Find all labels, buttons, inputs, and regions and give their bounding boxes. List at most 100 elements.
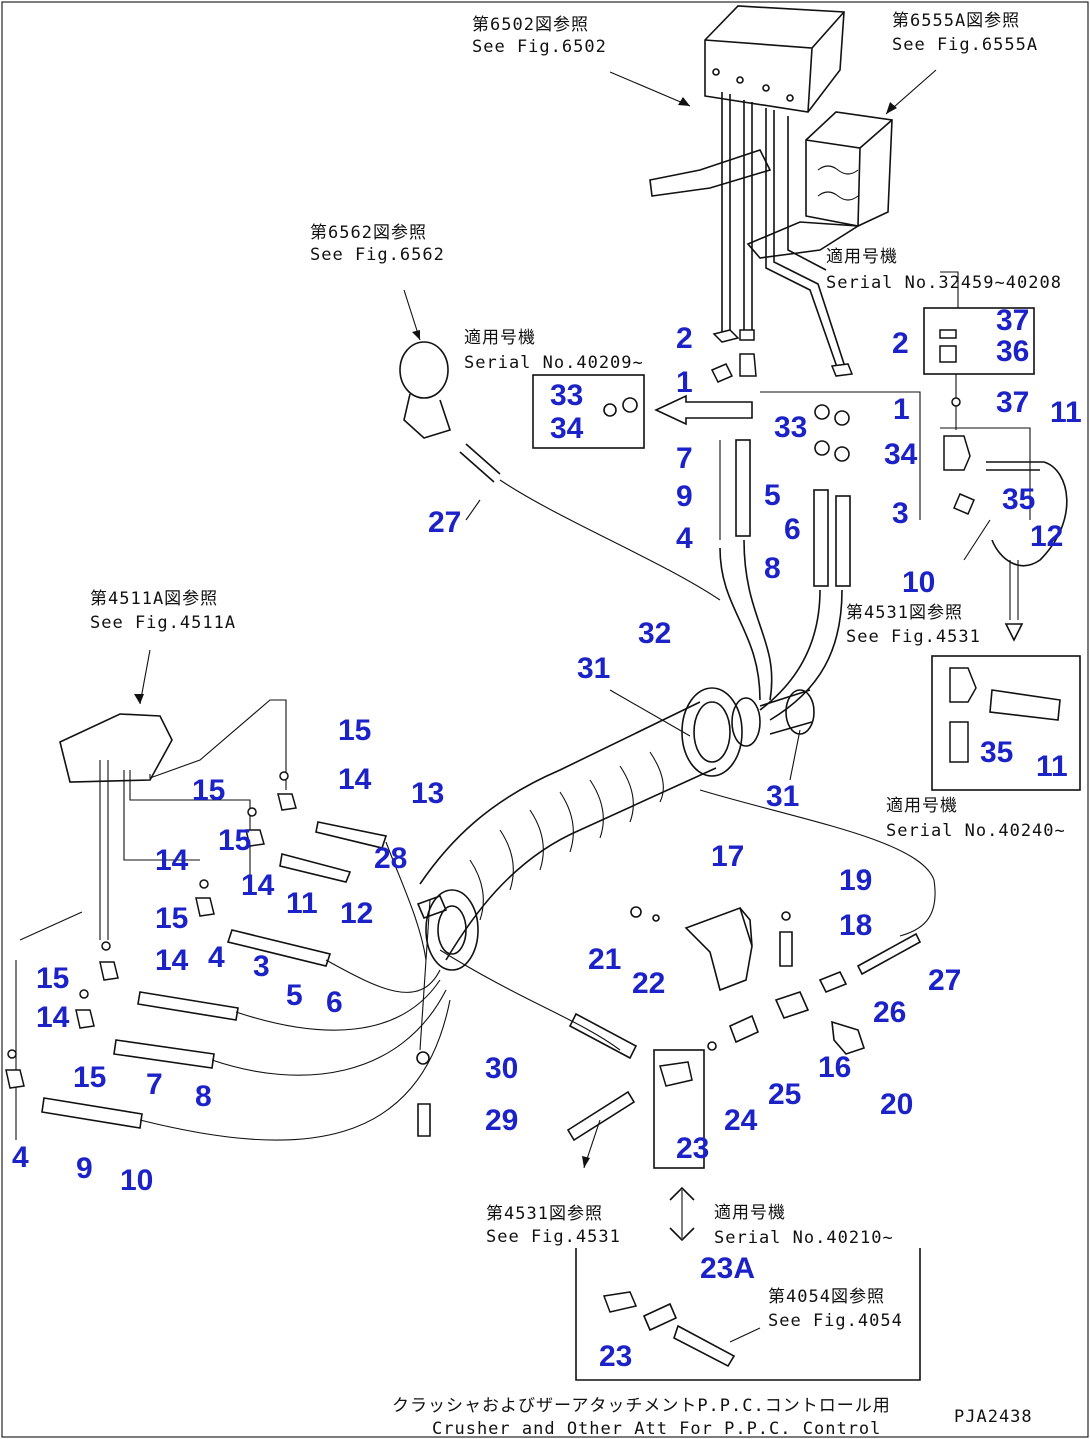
- part-callout: 7: [146, 1068, 163, 1101]
- part-callout: 37: [996, 386, 1029, 419]
- part-callout: 13: [411, 777, 444, 810]
- part-callout: 2: [892, 327, 909, 360]
- reference-note: See Fig.6555A: [892, 35, 1038, 55]
- part-callout: 23A: [700, 1252, 755, 1285]
- bracket-assembly: [439, 789, 936, 1055]
- part-callout: 11: [286, 887, 318, 920]
- inset-box-36-37: [923, 307, 1035, 375]
- part-callout: 10: [902, 566, 935, 599]
- part-callout: 6: [326, 986, 343, 1019]
- reference-note: 適用号機: [714, 1203, 786, 1223]
- part-callout: 22: [632, 967, 665, 1000]
- part-callout: 5: [286, 979, 303, 1012]
- part-callout: 37: [996, 304, 1029, 337]
- part-callout: 14: [155, 944, 189, 977]
- part-callout: 29: [485, 1104, 518, 1137]
- hoses-middle: [719, 404, 851, 721]
- control-valve-right: [746, 111, 893, 259]
- part-callout: 18: [839, 909, 872, 942]
- part-callout: 4: [208, 941, 225, 974]
- part-callout: 9: [76, 1152, 93, 1185]
- reference-note: 適用号機: [886, 796, 958, 816]
- alternate-arrow: [654, 394, 753, 426]
- part-callout: 24: [724, 1104, 758, 1137]
- part-callout: 34: [884, 438, 918, 471]
- part-callout: 15: [338, 714, 371, 747]
- part-callout: 20: [880, 1088, 913, 1121]
- reference-note: 第4531図参照: [846, 603, 963, 623]
- part-callout: 2: [676, 322, 693, 355]
- part-callout: 34: [550, 412, 584, 445]
- part-callout: 28: [374, 842, 407, 875]
- reference-note: Crusher and Other Att For P.P.C. Control: [432, 1419, 881, 1439]
- part-callout: 32: [638, 617, 671, 650]
- inset-box-33-34: [532, 374, 645, 449]
- part-callout: 14: [241, 869, 275, 902]
- part-callout: 27: [928, 964, 961, 997]
- reference-note: See Fig.6502: [472, 37, 607, 57]
- part-callout: 23: [599, 1340, 632, 1373]
- inset-box-bottom: [575, 1248, 921, 1381]
- reference-note: 第4531図参照: [486, 1204, 603, 1224]
- wrapped-harness: [416, 687, 815, 1051]
- part-callout: 14: [36, 1001, 70, 1034]
- reference-note: Serial No.40240~: [886, 821, 1066, 841]
- part-callout: 14: [155, 844, 189, 877]
- part-callout: 36: [996, 335, 1029, 368]
- part-callout: 33: [774, 411, 807, 444]
- part-callout: 9: [676, 480, 693, 513]
- reference-note: 適用号機: [826, 247, 898, 267]
- reference-note: 第4054図参照: [768, 1287, 885, 1307]
- part-callout: 31: [577, 652, 610, 685]
- control-valve-upper: [649, 5, 845, 197]
- left-valve: [59, 649, 287, 940]
- part-callout: 35: [980, 736, 1013, 769]
- left-hoses: [15, 821, 451, 1141]
- part-callout: 25: [768, 1078, 801, 1111]
- reference-note: See Fig.6562: [310, 245, 445, 265]
- part-callout: 19: [839, 864, 872, 897]
- reference-note: PJA2438: [954, 1407, 1033, 1427]
- part-callout: 12: [340, 897, 373, 930]
- part-callout: 33: [550, 379, 583, 412]
- part-callout: 15: [192, 774, 225, 807]
- part-callout: 12: [1030, 520, 1063, 553]
- inset-box-23: [653, 1049, 705, 1169]
- reference-note: 第6502図参照: [472, 15, 589, 35]
- reference-note: See Fig.4511A: [90, 613, 236, 633]
- reference-note: 第6555A図参照: [892, 11, 1020, 31]
- reference-note: Serial No.32459~40208: [826, 273, 1062, 293]
- inset-box-35-11: [931, 655, 1081, 791]
- part-callout: 11: [1050, 396, 1082, 429]
- part-callout: 3: [892, 497, 909, 530]
- pilot-tubes-top: [710, 92, 854, 383]
- part-callout: 15: [155, 902, 188, 935]
- part-callout: 8: [764, 552, 781, 585]
- part-callout: 30: [485, 1052, 518, 1085]
- part-callout: 21: [588, 943, 621, 976]
- part-callout: 23: [676, 1132, 709, 1165]
- part-callout: 14: [338, 763, 372, 796]
- reference-note: 第6562図参照: [310, 223, 427, 243]
- part-callout: 7: [676, 442, 693, 475]
- part-callout: 15: [36, 962, 69, 995]
- part-callout: 4: [676, 522, 693, 555]
- part-callout: 16: [818, 1051, 851, 1084]
- reference-note: Serial No.40209~: [464, 353, 644, 373]
- part-callout: 1: [676, 366, 693, 399]
- reference-note: クラッシャおよびザーアタッチメントP.P.C.コントロール用: [392, 1396, 891, 1416]
- part-callout: 4: [12, 1141, 29, 1174]
- left-fittings: [5, 771, 297, 1089]
- part-callout: 3: [253, 950, 270, 983]
- reference-note: See Fig.4531: [846, 627, 981, 647]
- reference-note: See Fig.4531: [486, 1227, 621, 1247]
- part-callout: 26: [873, 996, 906, 1029]
- part-callout: 5: [764, 479, 781, 512]
- accumulator: [399, 289, 452, 439]
- part-callout: 31: [766, 780, 799, 813]
